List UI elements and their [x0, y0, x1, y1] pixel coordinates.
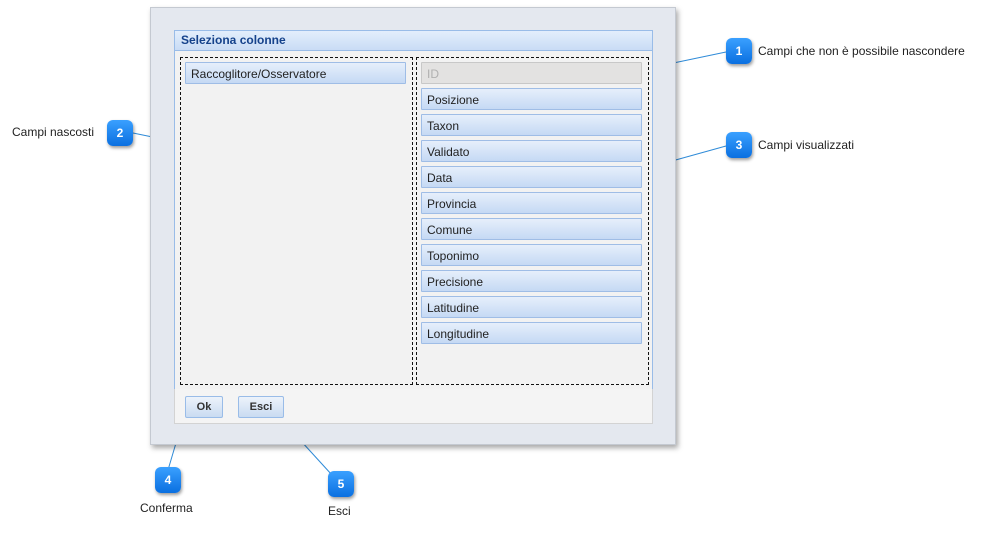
callout-badge-4: 4	[155, 467, 181, 493]
visible-field-item[interactable]: Provincia	[421, 192, 642, 214]
callout-badge-5: 5	[328, 471, 354, 497]
callout-text-2: Campi nascosti	[12, 125, 95, 139]
exit-button[interactable]: Esci	[238, 396, 284, 418]
visible-field-item[interactable]: Longitudine	[421, 322, 642, 344]
hidden-field-item[interactable]: Raccoglitore/Osservatore	[185, 62, 406, 84]
select-columns-panel: Seleziona colonne Raccoglitore/Osservato…	[174, 30, 653, 390]
visible-field-item[interactable]: Comune	[421, 218, 642, 240]
visible-field-item[interactable]: Data	[421, 166, 642, 188]
callout-badge-1: 1	[726, 38, 752, 64]
callout-badge-2: 2	[107, 120, 133, 146]
callout-badge-3: 3	[726, 132, 752, 158]
visible-field-item[interactable]: Taxon	[421, 114, 642, 136]
dialog-toolbar: Ok Esci	[174, 389, 653, 424]
ok-button[interactable]: Ok	[185, 396, 223, 418]
locked-field-item: ID	[421, 62, 642, 84]
visible-field-item[interactable]: Posizione	[421, 88, 642, 110]
visible-field-item[interactable]: Toponimo	[421, 244, 642, 266]
panel-title: Seleziona colonne	[175, 31, 652, 51]
hidden-fields-list[interactable]: Raccoglitore/Osservatore	[180, 57, 413, 385]
callout-text-3: Campi visualizzati	[758, 138, 855, 152]
callout-text-1: Campi che non è possibile nascondere	[758, 44, 965, 58]
visible-field-item[interactable]: Validato	[421, 140, 642, 162]
visible-field-item[interactable]: Precisione	[421, 270, 642, 292]
callout-text-4: Conferma	[140, 501, 193, 515]
callout-text-5: Esci	[328, 504, 351, 518]
visible-field-item[interactable]: Latitudine	[421, 296, 642, 318]
visible-fields-list[interactable]: ID Posizione Taxon Validato Data Provinc…	[416, 57, 649, 385]
